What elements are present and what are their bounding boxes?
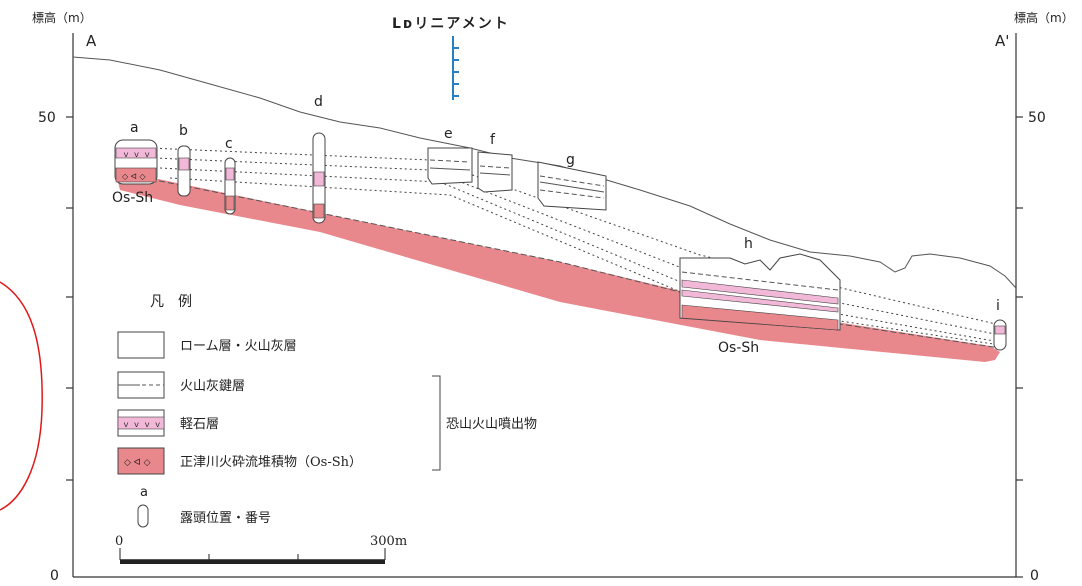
legend-item-pumice: 軽石層 (180, 417, 219, 432)
axis-ticks (66, 116, 1023, 578)
outcrop-e-label: e (444, 126, 453, 142)
outcrop-g (537, 161, 607, 211)
right-axis-unit: 標高（m） (1014, 10, 1074, 25)
os-sh-label-1: Os-Sh (112, 190, 153, 206)
left-end-label: A (86, 32, 97, 50)
outcrop-h (679, 253, 841, 331)
outcrop-f-label: f (490, 132, 496, 148)
outcrop-h-label: h (744, 236, 753, 252)
svg-text:◇ ᐊ ◇: ◇ ᐊ ◇ (124, 458, 151, 468)
outcrop-d-label: d (314, 94, 323, 110)
ground-surface (72, 56, 1017, 289)
scale-start: 0 (115, 534, 123, 549)
svg-text:◇ ᐊ ◇: ◇ ᐊ ◇ (122, 172, 146, 181)
correlation-lines (149, 147, 1001, 346)
legend-swatch-os-sh: ◇ ᐊ ◇ (117, 447, 165, 475)
right-tick-50: 50 (1028, 110, 1046, 126)
legend-swatch-pumice: ｖ ｖ ｖ ｖ (117, 409, 165, 437)
legend-swatch-key-tephra (117, 371, 165, 399)
outcrop-c-label: c (225, 136, 233, 152)
outcrop-b-label: b (179, 123, 188, 139)
red-circle-annotation (0, 281, 43, 511)
left-axis-unit: 標高（m） (32, 10, 92, 25)
legend-outcrop-letter: a (140, 485, 148, 500)
legend-outcrop-label: 露頭位置・番号 (180, 511, 271, 526)
outcrop-g-label: g (566, 152, 575, 168)
outcrop-i (993, 319, 1007, 351)
outcrop-a-label: a (130, 120, 139, 136)
outcrop-f (477, 151, 513, 193)
svg-text:ｖ ｖ ｖ: ｖ ｖ ｖ (122, 150, 151, 159)
outcrop-c (224, 157, 236, 215)
legend-item-loam: ローム層・火山灰層 (180, 339, 297, 354)
right-tick-0: 0 (1030, 568, 1039, 581)
outcrop-i-label: i (996, 298, 1000, 314)
legend-item-key-tephra: 火山灰鍵層 (180, 378, 245, 394)
os-sh-label-2: Os-Sh (718, 340, 759, 356)
scale-bar (119, 548, 386, 564)
lineament-label: Lᴅリニアメント (392, 16, 510, 32)
left-tick-50: 50 (38, 110, 56, 126)
outcrop-d (312, 132, 326, 224)
legend-bracket-label: 恐山火山噴出物 (446, 417, 537, 432)
svg-text:ｖ ｖ ｖ ｖ: ｖ ｖ ｖ ｖ (122, 420, 162, 429)
legend-swatch-loam (117, 331, 165, 359)
right-end-label: A' (995, 32, 1009, 50)
legend-title: 凡 例 (150, 294, 192, 310)
legend-item-os-sh: 正津川火砕流堆積物（Os-Sh） (180, 455, 362, 470)
left-tick-0: 0 (50, 568, 59, 581)
scale-end: 300m (370, 534, 407, 549)
legend-outcrop-symbol (137, 504, 149, 528)
lineament-marker (452, 36, 459, 100)
outcrop-e (427, 147, 473, 185)
outcrop-b (177, 145, 191, 197)
outcrop-a: ｖ ｖ ｖ ◇ ᐊ ◇ (114, 139, 158, 185)
legend-bracket (432, 375, 441, 471)
